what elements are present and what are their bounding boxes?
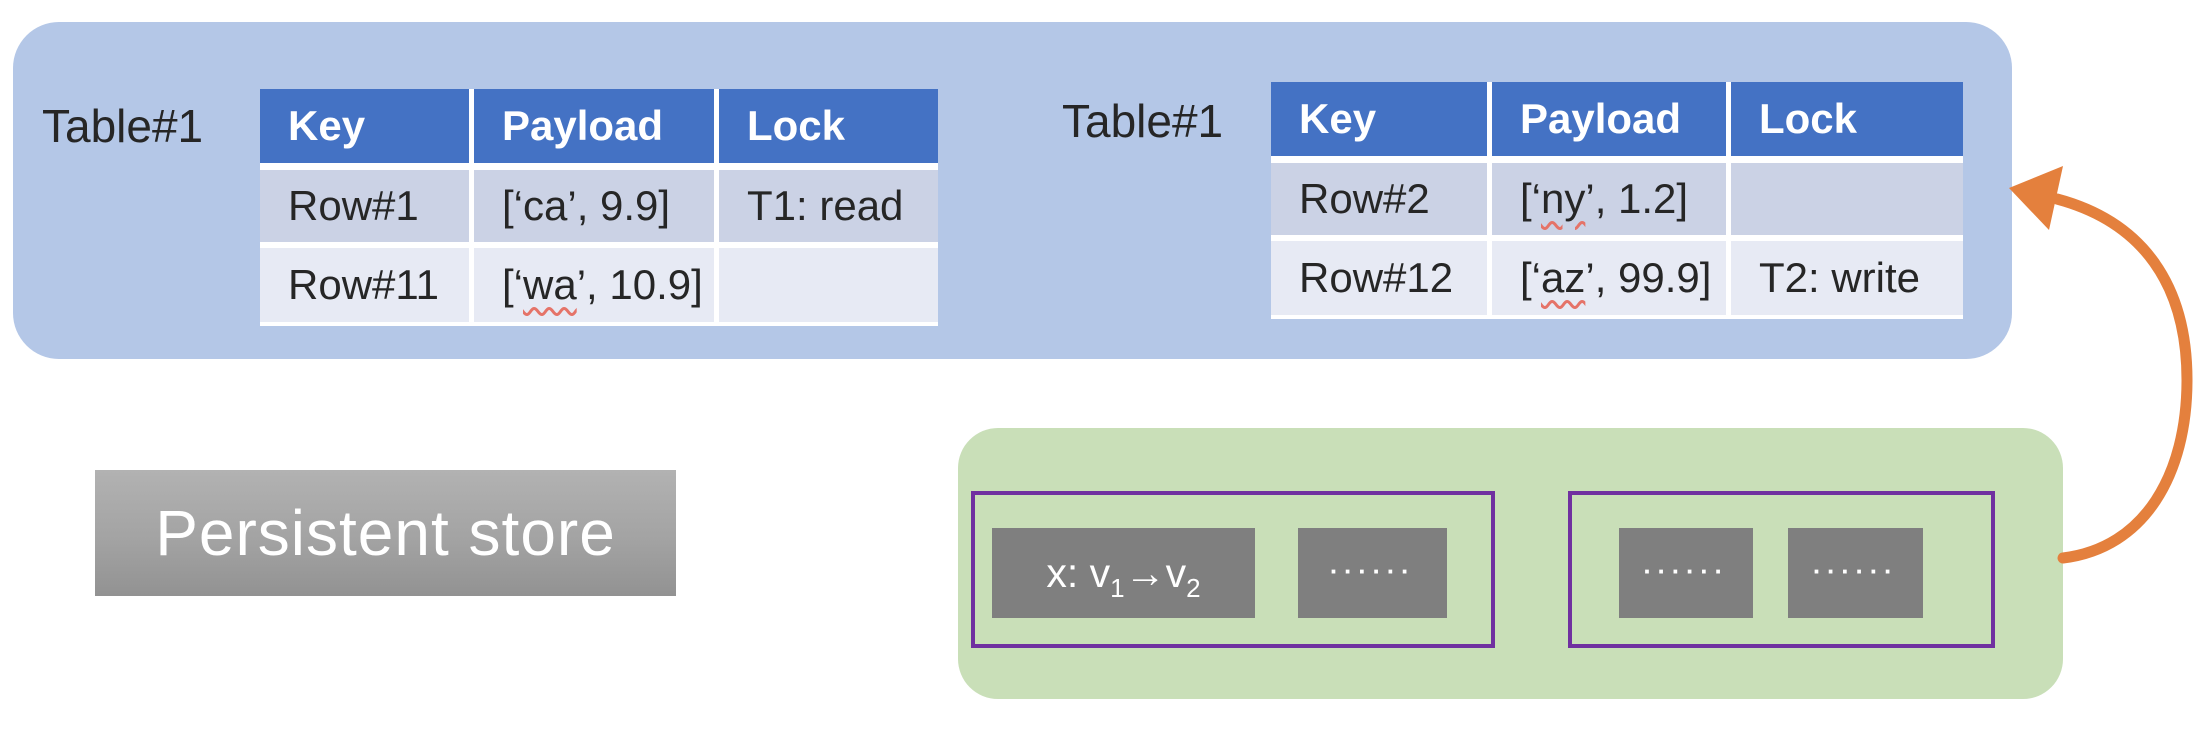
persistent-store-box: Persistent store bbox=[95, 470, 676, 596]
log-group-1 bbox=[971, 491, 1495, 648]
cell-payload: [‘ca’, 9.9] bbox=[474, 170, 719, 248]
cell-key: Row#12 bbox=[1271, 241, 1492, 319]
log-group-2 bbox=[1568, 491, 1995, 648]
payload-value: [‘az’, 99.9] bbox=[1520, 254, 1712, 301]
payload-value: [‘ny’, 1.2] bbox=[1520, 175, 1689, 222]
right-arrow-glyph: → bbox=[1124, 549, 1166, 596]
cell-lock bbox=[1731, 163, 1963, 241]
table-left: Key Payload Lock Row#1 [‘ca’, 9.9] T1: r… bbox=[260, 89, 938, 326]
ellipsis-box: ...... bbox=[1298, 528, 1447, 618]
column-header-key: Key bbox=[260, 89, 474, 170]
column-header-key: Key bbox=[1271, 82, 1492, 163]
cell-key: Row#2 bbox=[1271, 163, 1492, 241]
cell-lock: T2: write bbox=[1731, 241, 1963, 319]
payload-value: [‘wa’, 10.9] bbox=[502, 261, 703, 308]
column-header-payload: Payload bbox=[474, 89, 719, 170]
cell-key: Row#1 bbox=[260, 170, 474, 248]
column-header-lock: Lock bbox=[719, 89, 938, 170]
cell-lock bbox=[719, 248, 938, 326]
ellipsis-box: ...... bbox=[1619, 528, 1753, 618]
table-1-right-label: Table#1 bbox=[1062, 95, 1224, 147]
version-update-box: x: v1→v2 bbox=[992, 528, 1255, 618]
flush-arrow-head bbox=[2009, 166, 2063, 230]
cell-key: Row#11 bbox=[260, 248, 474, 326]
table-1-left-label: Table#1 bbox=[42, 100, 204, 152]
column-header-payload: Payload bbox=[1492, 82, 1731, 163]
payload-value: [‘ca’, 9.9] bbox=[502, 182, 671, 229]
cell-payload: [‘wa’, 10.9] bbox=[474, 248, 719, 326]
table-right: Key Payload Lock Row#2 [‘ny’, 1.2] Row#1… bbox=[1271, 82, 1963, 319]
cell-payload: [‘ny’, 1.2] bbox=[1492, 163, 1731, 241]
column-header-lock: Lock bbox=[1731, 82, 1963, 163]
cell-lock: T1: read bbox=[719, 170, 938, 248]
ellipsis-text: ...... bbox=[1643, 549, 1729, 580]
ellipsis-text: ...... bbox=[1812, 549, 1899, 580]
flush-arrow-curve bbox=[2051, 193, 2193, 564]
ellipsis-text: ...... bbox=[1329, 549, 1416, 580]
cell-payload: [‘az’, 99.9] bbox=[1492, 241, 1731, 319]
ellipsis-box: ...... bbox=[1788, 528, 1923, 618]
version-update-text: x: v1→v2 bbox=[1046, 549, 1201, 603]
